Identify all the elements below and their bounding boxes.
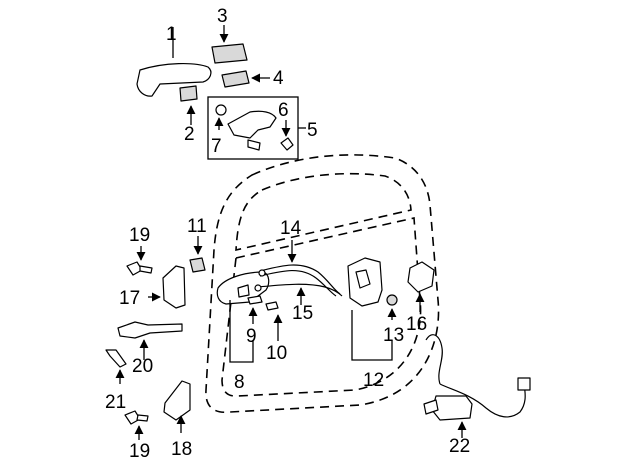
callout-21: 21	[105, 392, 126, 413]
part-1-outside-handle: 1	[136, 24, 212, 97]
part-2-handle-pad: 2	[179, 85, 198, 145]
callout-7: 7	[211, 136, 222, 157]
callout-22: 22	[449, 436, 470, 457]
callout-9: 9	[246, 326, 257, 347]
callout-20: 20	[132, 356, 153, 377]
part-19-bolt-upper: 19	[126, 225, 153, 276]
part-8-inside-handle: 8	[216, 271, 270, 393]
callout-19-upper: 19	[129, 225, 150, 246]
part-12-lock-assembly: 12	[347, 257, 393, 391]
callout-16: 16	[406, 314, 427, 335]
part-13-grommet: 13	[383, 294, 404, 346]
callout-17: 17	[119, 288, 140, 309]
door-outline	[205, 154, 440, 414]
part-4-pad: 4	[221, 68, 284, 89]
part-20-door-check: 20	[117, 321, 183, 377]
callout-8: 8	[234, 372, 245, 393]
callout-19-lower: 19	[129, 441, 150, 462]
part-10-screw: 10	[265, 301, 287, 364]
part-18-hinge-lower: 18	[163, 380, 192, 460]
part-22-actuator-harness: 22	[423, 334, 531, 457]
callout-18: 18	[171, 439, 192, 460]
callout-11: 11	[187, 216, 207, 237]
callout-3: 3	[217, 6, 228, 27]
callout-15: 15	[292, 303, 313, 324]
part-3-pad: 3	[211, 6, 248, 64]
part-17-hinge: 17	[119, 265, 186, 309]
part-5-handle-frame-group: 5 7 6	[207, 96, 318, 160]
callout-14: 14	[280, 218, 302, 239]
callout-5: 5	[307, 120, 318, 141]
part-11-clip: 11	[187, 216, 207, 273]
callout-12: 12	[363, 370, 384, 391]
callout-13: 13	[383, 325, 404, 346]
callout-2: 2	[184, 124, 195, 145]
part-9-clip: 9	[246, 295, 263, 347]
part-19-bolt-lower: 19	[124, 410, 150, 462]
part-21-bolt: 21	[105, 349, 127, 413]
callout-4: 4	[273, 68, 284, 89]
callout-6: 6	[278, 100, 289, 121]
part-15-release-cable: 15	[254, 283, 343, 324]
part-16-striker: 16	[406, 261, 435, 335]
part-14-lock-cable: 14	[258, 218, 341, 297]
callout-1: 1	[166, 24, 177, 45]
callout-10: 10	[266, 343, 287, 364]
